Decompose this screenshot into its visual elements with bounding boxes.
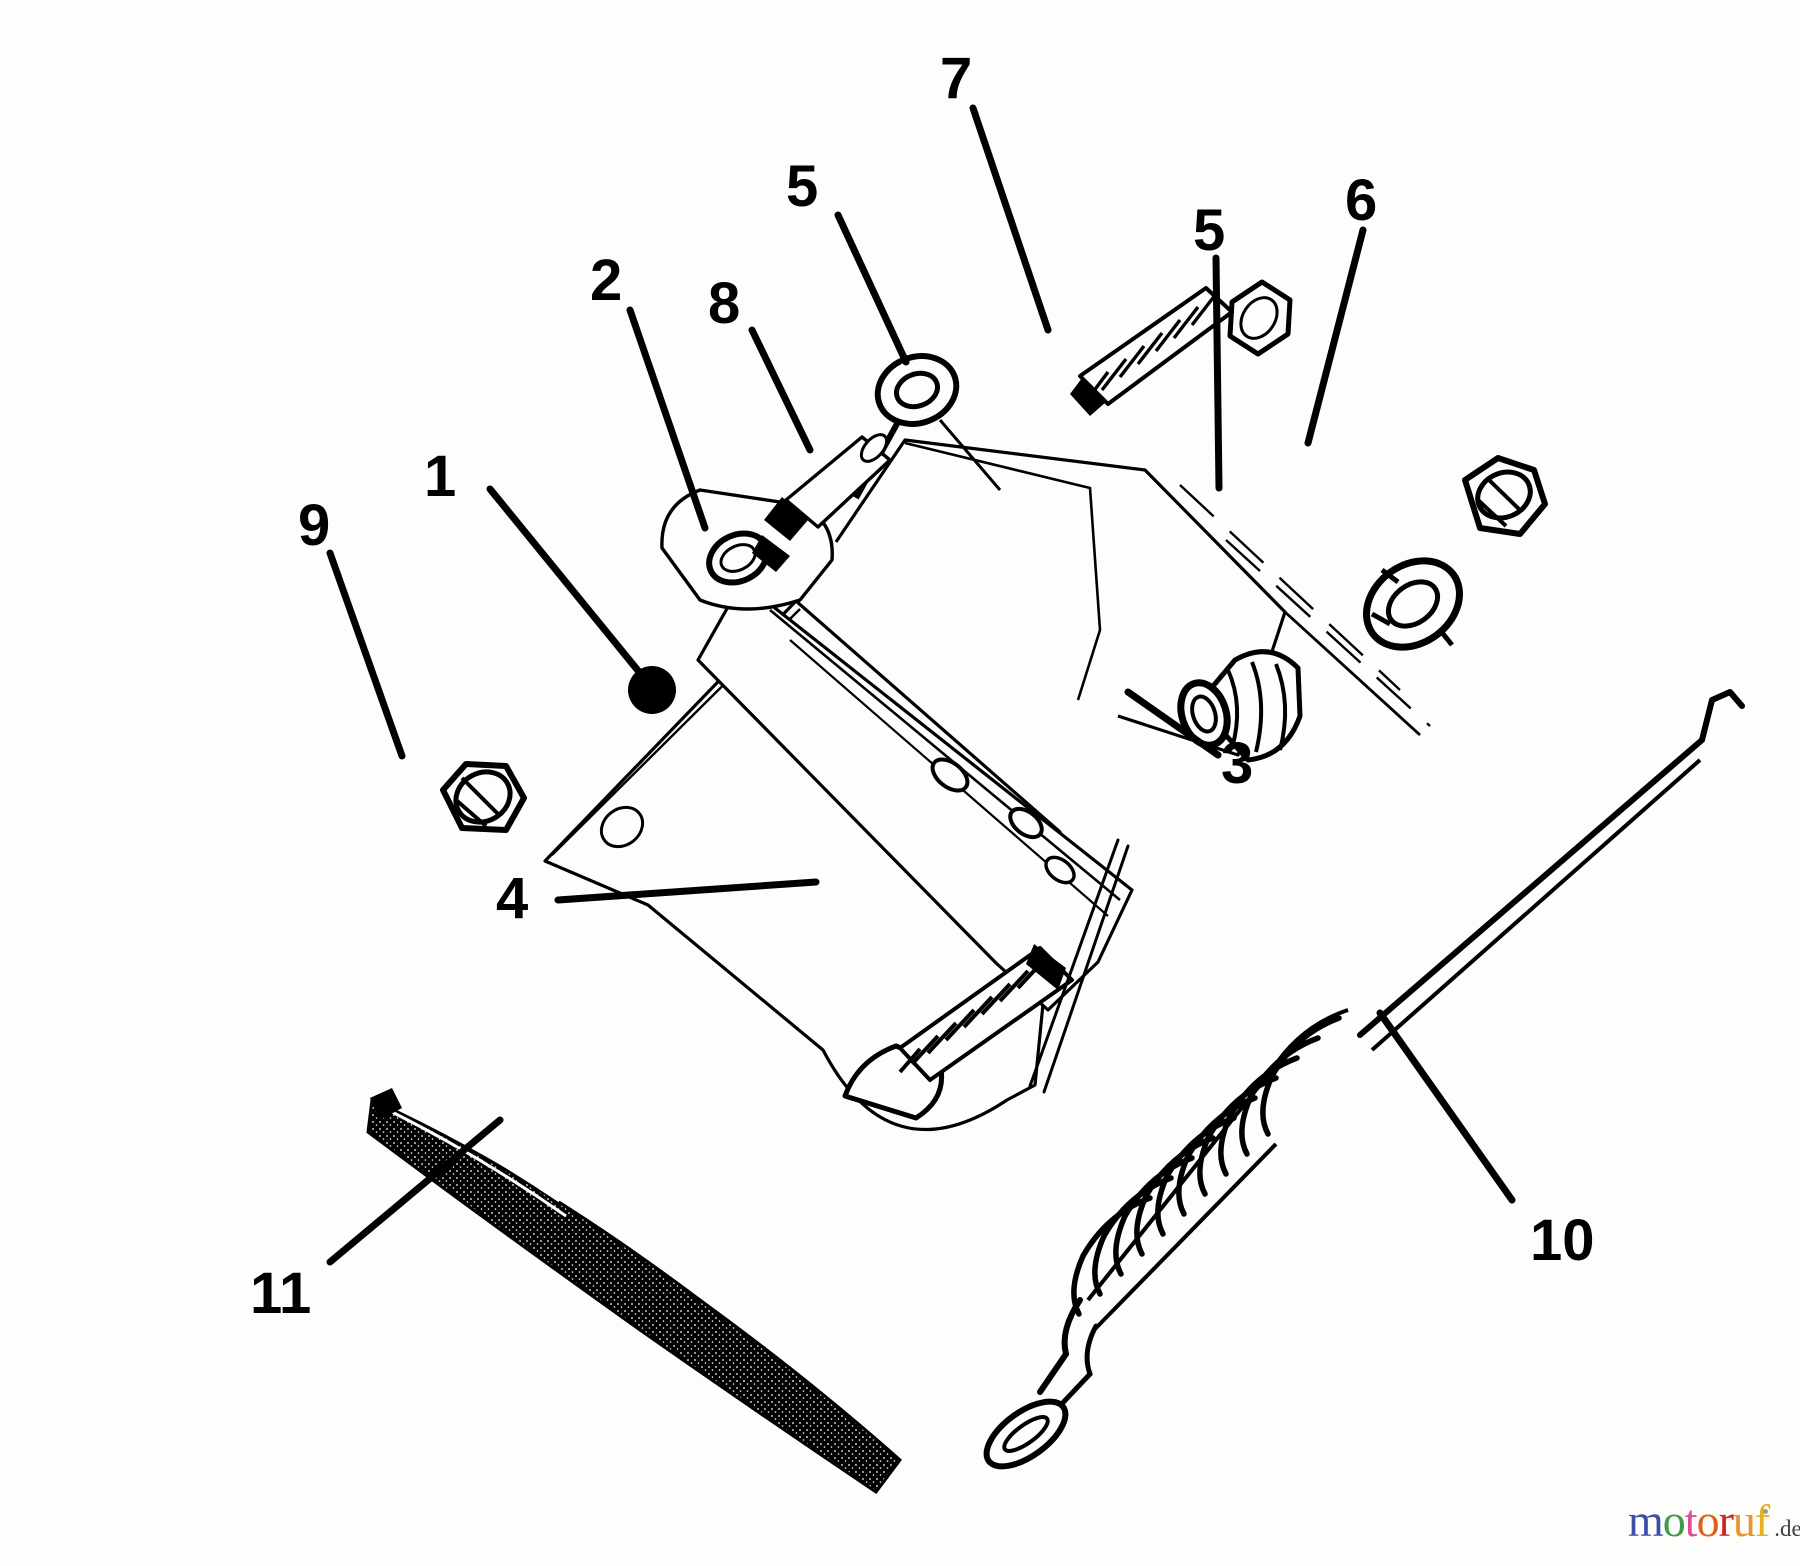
leader-8 xyxy=(748,326,814,454)
watermark-suffix: .de xyxy=(1774,1516,1800,1541)
hex-lock-nut-part xyxy=(440,761,527,833)
bushing-spacer-part xyxy=(1177,649,1303,763)
watermark-letter-t: t xyxy=(1684,1495,1698,1546)
leader-10 xyxy=(1376,1009,1516,1204)
leader-1-dot xyxy=(628,666,676,714)
leader-aux-1 xyxy=(1028,838,1120,1088)
callout-label-3: 3 xyxy=(1221,731,1254,796)
callout-label-5: 5 xyxy=(786,154,819,219)
leader-1 xyxy=(486,485,648,682)
pin-sleeve-part xyxy=(752,433,892,572)
leader-aux-2 xyxy=(1042,844,1130,1094)
watermark-letter-o1: o xyxy=(1662,1495,1686,1546)
callout-label-1: 1 xyxy=(424,444,457,509)
leader-9 xyxy=(326,549,406,760)
leader-3 xyxy=(1124,688,1222,759)
callout-label-7: 7 xyxy=(940,46,973,111)
watermark-letter-u: u xyxy=(1732,1495,1756,1546)
watermark-letter-r: r xyxy=(1718,1495,1734,1546)
callout-label-5-right: 5 xyxy=(1193,198,1226,263)
callout-label-10: 10 xyxy=(1530,1208,1595,1273)
callout-label-11: 11 xyxy=(250,1261,312,1326)
callout-leader-lines xyxy=(326,104,1516,1266)
callout-label-4: 4 xyxy=(496,866,529,931)
leader-5 xyxy=(834,211,910,366)
watermark-dot-accent xyxy=(1763,1509,1769,1514)
callout-label-6: 6 xyxy=(1345,168,1378,233)
leader-5b xyxy=(1212,254,1223,492)
upper-flange-part xyxy=(834,438,1431,757)
lock-washer-right-part xyxy=(1363,557,1463,651)
leader-7 xyxy=(969,104,1052,334)
hex-nut-part xyxy=(1462,455,1548,537)
watermark-letter-o2: o xyxy=(1696,1495,1720,1546)
watermark-letter-f: f xyxy=(1754,1495,1770,1546)
hex-bolt-part xyxy=(1070,279,1293,416)
extension-spring-part xyxy=(983,689,1745,1470)
leader-4 xyxy=(554,878,820,904)
callout-label-9: 9 xyxy=(298,493,331,558)
motoruf-watermark: motoruf.de xyxy=(1628,1498,1800,1544)
leader-6 xyxy=(1304,226,1367,447)
callout-label-8: 8 xyxy=(708,271,741,336)
leader-11 xyxy=(326,1116,504,1266)
carriage-bolt-part xyxy=(842,944,1074,1121)
watermark-letter-m: m xyxy=(1628,1495,1664,1546)
callout-label-2: 2 xyxy=(590,248,623,313)
leader-2 xyxy=(626,306,709,532)
